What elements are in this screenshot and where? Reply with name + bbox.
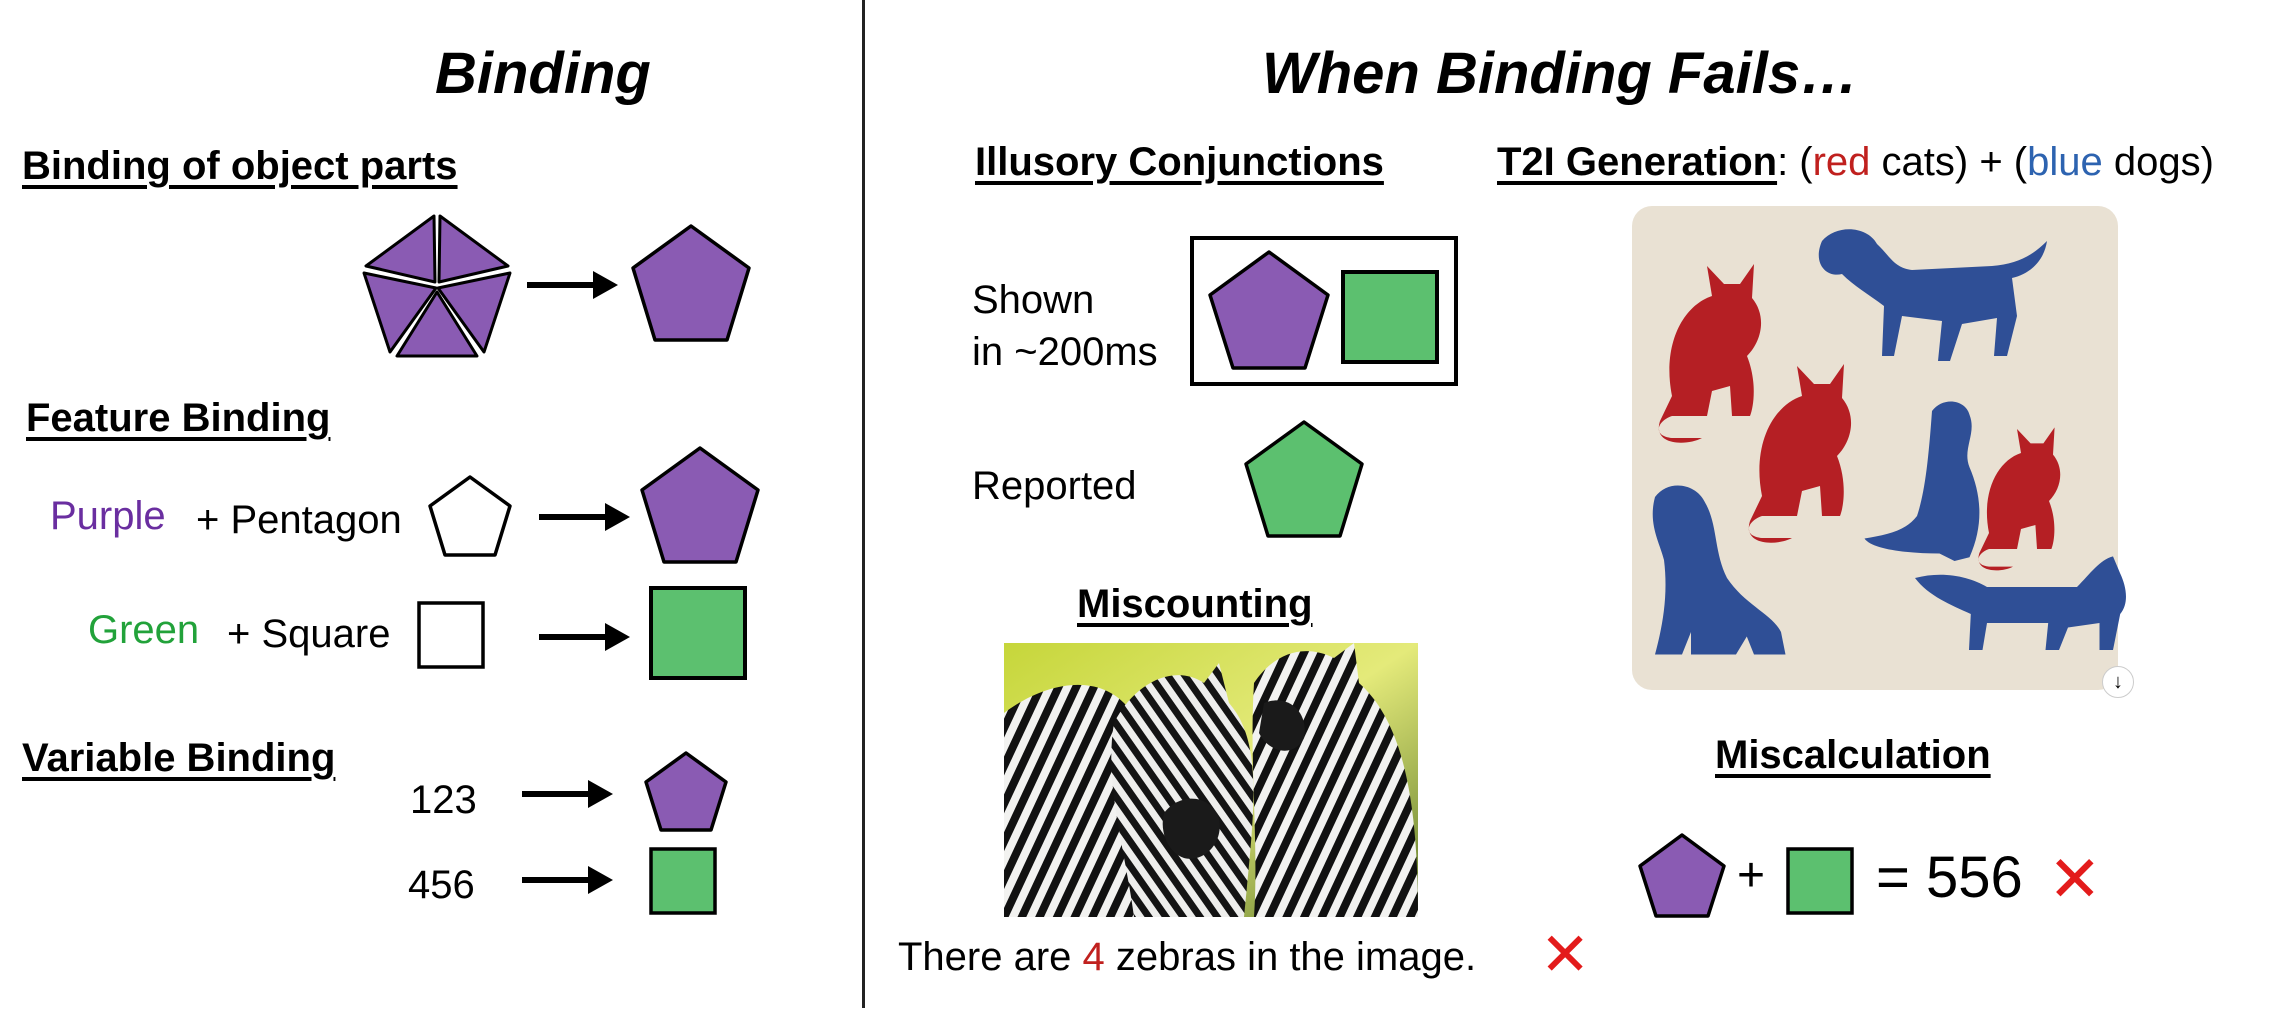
binding-title: Binding bbox=[435, 40, 651, 107]
arrow-icon bbox=[537, 617, 632, 657]
shown-label-line1: Shown bbox=[972, 278, 1094, 323]
green-square-icon bbox=[648, 585, 748, 681]
t2i-blue-word: blue bbox=[2027, 140, 2103, 184]
feature-binding-heading: Feature Binding bbox=[26, 396, 330, 441]
center-divider bbox=[862, 0, 865, 1008]
wrong-cross-icon: ✕ bbox=[1540, 920, 1590, 990]
arrow-icon bbox=[537, 497, 632, 537]
t2i-line: T2I Generation: (red cats) + (blue dogs) bbox=[1497, 140, 2214, 185]
green-pentagon-icon bbox=[1240, 418, 1368, 542]
pentagon-text: + Pentagon bbox=[196, 498, 402, 543]
number-456: 456 bbox=[408, 863, 475, 908]
object-parts-heading: Binding of object parts bbox=[22, 144, 458, 189]
purple-pentagon-icon bbox=[636, 444, 764, 568]
caption-pre: There are bbox=[898, 935, 1083, 979]
miscount-caption: There are 4 zebras in the image. bbox=[898, 935, 1476, 980]
reported-label: Reported bbox=[972, 464, 1137, 509]
binding-fails-title: When Binding Fails… bbox=[1262, 40, 1858, 107]
green-square-icon bbox=[648, 846, 718, 916]
green-word: Green bbox=[88, 608, 199, 653]
caption-number: 4 bbox=[1083, 935, 1105, 979]
download-button[interactable]: ↓ bbox=[2102, 666, 2134, 698]
miscalculation-heading: Miscalculation bbox=[1715, 733, 1991, 778]
plus-sign: + bbox=[1737, 848, 1765, 903]
miscalculation-result: = 556 bbox=[1876, 844, 2023, 911]
caption-post: zebras in the image. bbox=[1105, 935, 1476, 979]
number-123: 123 bbox=[410, 778, 477, 823]
t2i-dogs-text: dogs) bbox=[2103, 140, 2214, 184]
green-square-icon bbox=[1340, 269, 1440, 365]
purple-pentagon-icon bbox=[1636, 832, 1728, 920]
purple-pentagon-icon bbox=[1204, 248, 1334, 374]
purple-pentagon-icon bbox=[627, 222, 755, 346]
t2i-heading: T2I Generation bbox=[1497, 140, 1777, 184]
miscounting-heading: Miscounting bbox=[1077, 582, 1313, 627]
arrow-icon bbox=[525, 265, 620, 305]
arrow-icon bbox=[520, 860, 615, 900]
purple-pentagon-icon bbox=[642, 750, 730, 834]
outline-pentagon-icon bbox=[425, 473, 515, 559]
square-text: + Square bbox=[227, 612, 390, 657]
download-icon: ↓ bbox=[2113, 671, 2123, 693]
outline-square-icon bbox=[416, 600, 486, 670]
t2i-colon: : ( bbox=[1777, 140, 1813, 184]
variable-binding-heading: Variable Binding bbox=[22, 736, 335, 781]
zebras-photo bbox=[1004, 643, 1418, 917]
green-square-icon bbox=[1785, 846, 1855, 916]
t2i-generated-image bbox=[1632, 206, 2118, 690]
illusory-conjunctions-heading: Illusory Conjunctions bbox=[975, 140, 1384, 185]
shown-label-line2: in ~200ms bbox=[972, 330, 1158, 375]
t2i-cats-text: cats) + ( bbox=[1870, 140, 2027, 184]
arrow-icon bbox=[520, 774, 615, 814]
wrong-cross-icon: ✕ bbox=[2048, 842, 2102, 917]
t2i-red-word: red bbox=[1813, 140, 1871, 184]
exploded-pentagon-icon bbox=[350, 210, 520, 370]
purple-word: Purple bbox=[50, 494, 166, 539]
